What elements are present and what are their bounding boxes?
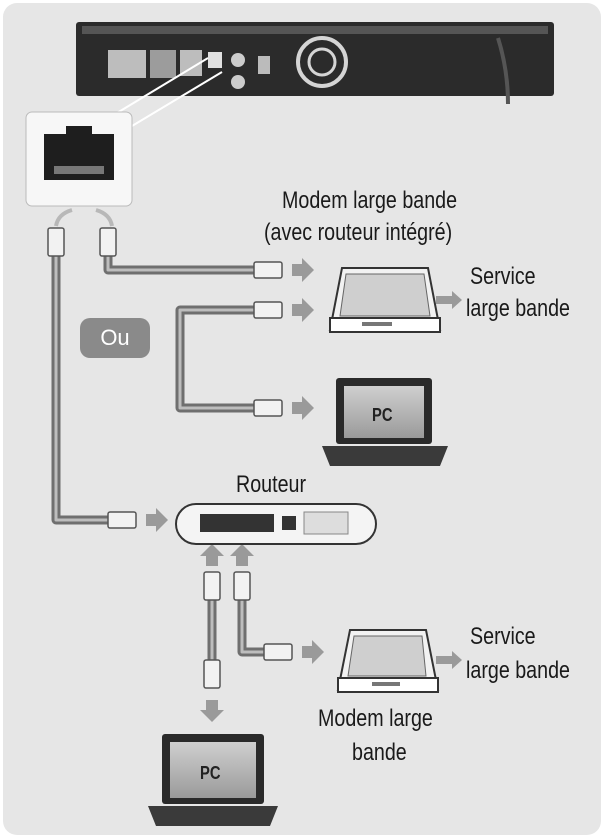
modem-label-line1: Modem large: [318, 705, 433, 732]
router-device: [175, 503, 377, 545]
laptop-pc-bottom: [148, 734, 278, 826]
pc-bottom-screen-label: PC: [200, 763, 221, 783]
modem-device: [336, 629, 440, 693]
player-rear-panel: [76, 22, 554, 105]
pc-top-screen-label: PC: [372, 405, 393, 425]
lan-port-closeup: [25, 111, 133, 207]
router-label: Routeur: [236, 471, 307, 498]
ou-badge: Ou: [80, 318, 150, 358]
modem-router-label-line1: Modem large bande: [282, 187, 458, 214]
port-arrows: [54, 208, 114, 227]
cable-plugs: [47, 227, 293, 689]
service-bottom-label-line1: Service: [470, 623, 536, 650]
zoom-callout-lines: [111, 57, 223, 127]
service-top-label-line2: large bande: [466, 295, 570, 322]
laptop-pc-top: [322, 378, 448, 466]
modem-router-device: [328, 267, 442, 333]
service-bottom-label-line2: large bande: [466, 657, 570, 684]
service-top-label-line1: Service: [470, 263, 536, 290]
modem-label-line2: bande: [352, 739, 407, 766]
modem-router-label-line2: (avec routeur intégré): [264, 219, 453, 246]
network-cables: [51, 246, 264, 664]
direction-arrows: [146, 258, 462, 722]
